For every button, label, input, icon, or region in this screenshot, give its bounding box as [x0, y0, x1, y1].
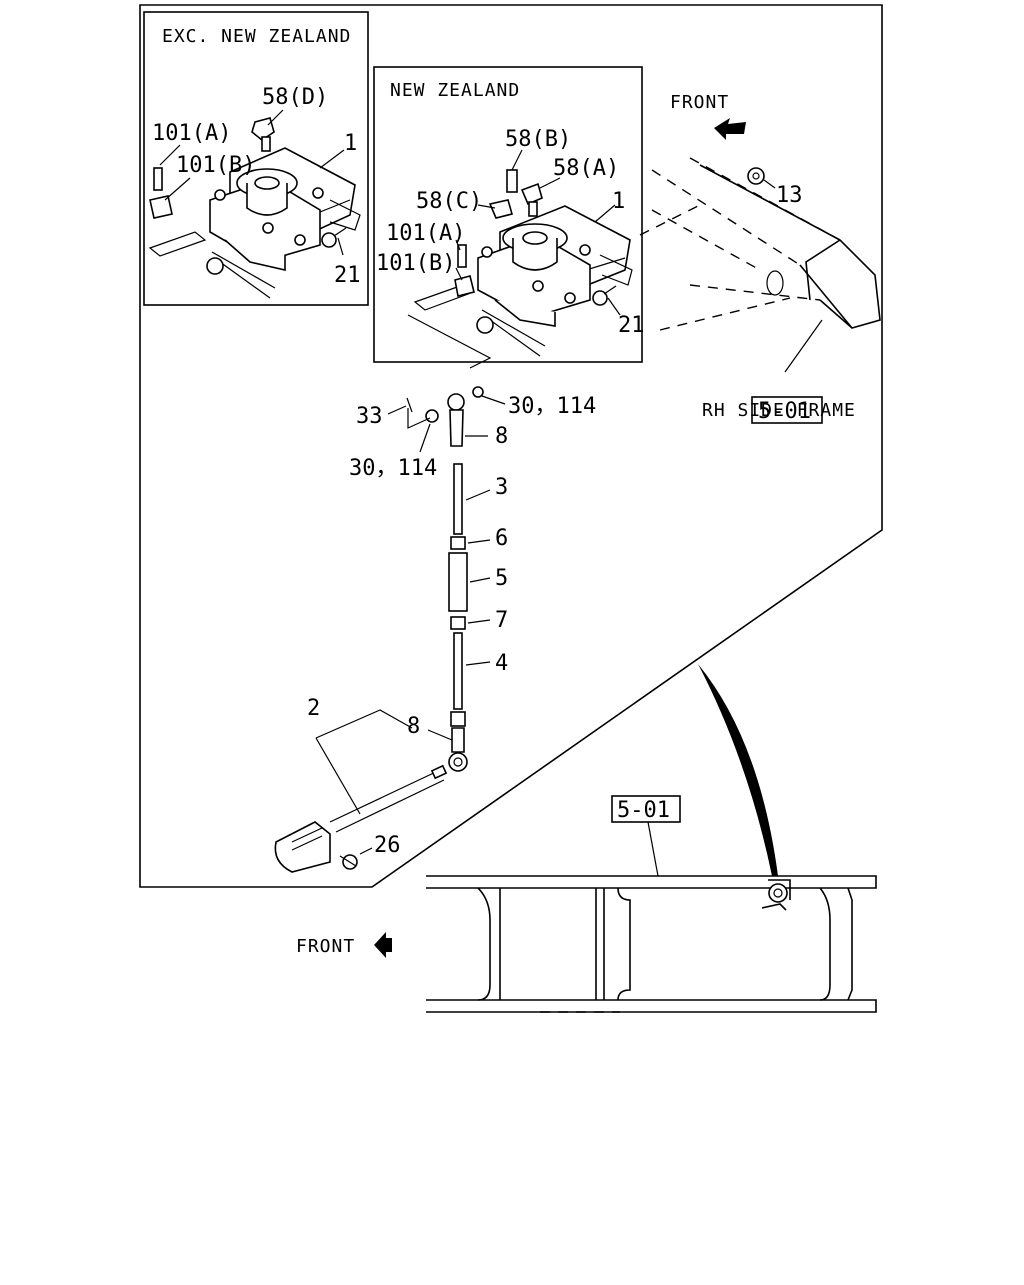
callout-3: 3: [495, 475, 508, 500]
callout-101a-right: 101(A): [386, 221, 465, 246]
frame-overview: FRONT 5-01: [296, 795, 877, 1013]
load-sensing-valve-left: [148, 117, 361, 299]
callout-58b: 58(B): [505, 127, 571, 152]
inset-new-zealand: NEW ZEALAND: [373, 66, 645, 369]
callout-58d: 58(D): [262, 85, 328, 110]
inset-title-new-zealand: NEW ZEALAND: [390, 80, 520, 101]
front-label-top: FRONT: [670, 92, 729, 113]
callout-101b-left: 101(B): [176, 153, 255, 178]
callout-1-left: 1: [344, 131, 357, 156]
front-arrow-bottom-icon: [374, 932, 392, 958]
callout-33: 33: [356, 404, 383, 429]
main-outline: [139, 4, 883, 888]
inset-exc-new-zealand: EXC. NEW ZEALAND: [143, 11, 369, 306]
callout-21-right: 21: [618, 313, 645, 338]
callout-8-lower: 8: [407, 714, 420, 739]
callout-21-left: 21: [334, 263, 361, 288]
front-label-bottom: FRONT: [296, 936, 355, 957]
callout-1-right: 1: [612, 189, 625, 214]
callout-2: 2: [307, 696, 320, 721]
callout-4: 4: [495, 651, 508, 676]
linkage-assembly: 33 30，114 30，114 8 3 6 5 7 4 8: [274, 386, 596, 873]
inset-title-exc-new-zealand: EXC. NEW ZEALAND: [162, 26, 351, 47]
callout-5: 5: [495, 566, 508, 591]
load-sensing-valve-right: [413, 169, 633, 357]
location-pointer: [698, 664, 778, 876]
frame-caption: RH SIDE FRAME: [702, 400, 856, 421]
callout-58c: 58(C): [416, 189, 482, 214]
callout-101a-left: 101(A): [152, 121, 231, 146]
front-arrow-top-icon: [714, 118, 746, 140]
rh-side-frame: FRONT 13 5-01 RH SIDE FRAME: [639, 92, 881, 424]
callout-7: 7: [495, 608, 508, 633]
frame-reference-top: 5-01: [758, 399, 811, 424]
frame-reference-bottom: 5-01: [617, 798, 670, 823]
callout-8-upper: 8: [495, 424, 508, 449]
callout-13: 13: [776, 183, 803, 208]
callout-101b-right: 101(B): [376, 251, 455, 276]
callout-58a: 58(A): [553, 156, 619, 181]
callout-30-114-upper: 30，114: [508, 394, 596, 419]
callout-6: 6: [495, 526, 508, 551]
callout-30-114-lower: 30，114: [349, 456, 437, 481]
callout-26: 26: [374, 833, 401, 858]
